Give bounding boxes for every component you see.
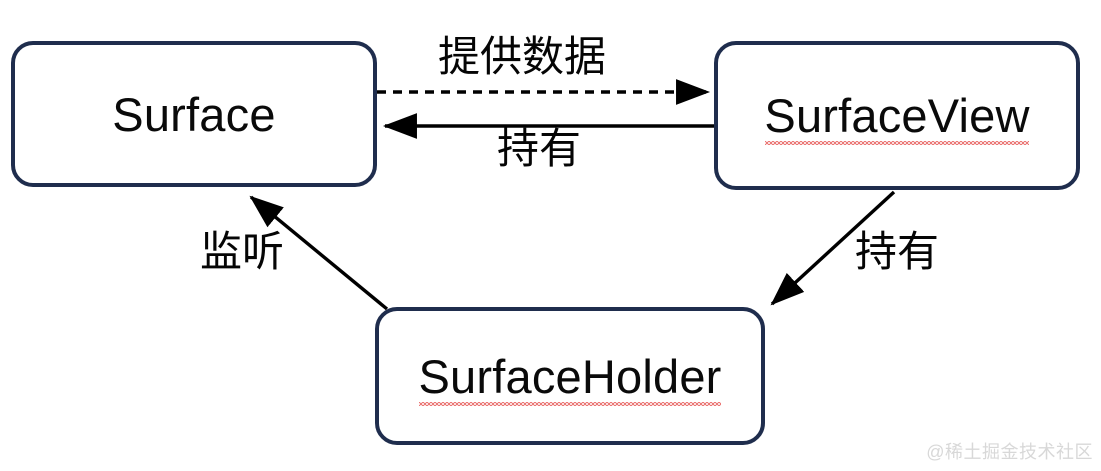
edge-listen-line (249, 195, 389, 311)
watermark: @稀土掘金技术社区 (926, 442, 1093, 462)
edge-label-hold-left: 持有 (497, 125, 582, 172)
edge-hold-right-line (770, 190, 896, 306)
node-surface-label: Surface (112, 87, 276, 141)
node-surfaceholder-label: SurfaceHolder (418, 349, 722, 406)
edge-label-provide-data: 提供数据 (438, 33, 607, 80)
edge-label-hold-right: 持有 (855, 228, 940, 275)
node-surface[interactable]: Surface (11, 41, 377, 187)
edge-label-listen: 监听 (200, 228, 285, 275)
edge-listen (249, 195, 389, 311)
node-surfaceview[interactable]: SurfaceView (714, 41, 1080, 190)
node-surfaceview-label: SurfaceView (764, 89, 1030, 145)
node-surfaceholder[interactable]: SurfaceHolder (375, 307, 765, 445)
edge-hold-right (770, 190, 896, 306)
